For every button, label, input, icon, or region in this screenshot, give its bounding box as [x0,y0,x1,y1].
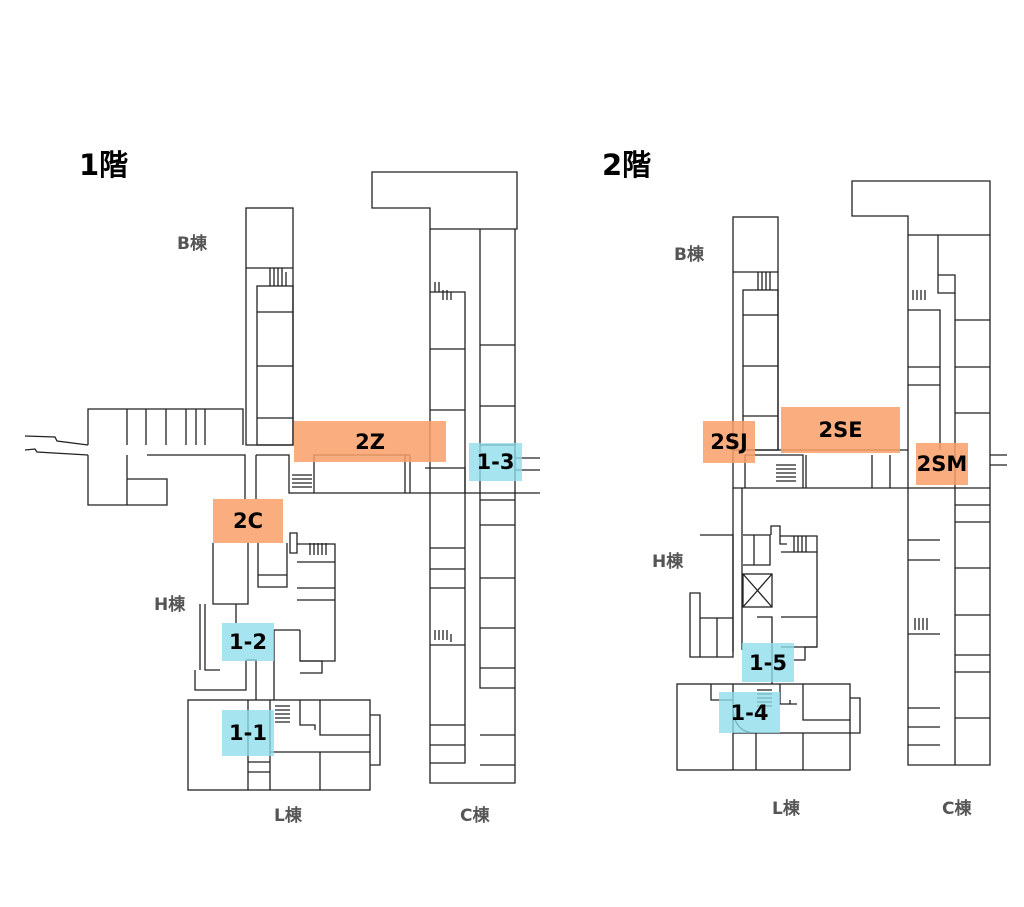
zone-2se[interactable]: 2SE [781,407,900,453]
floor2-building-b-label: B棟 [674,245,704,265]
floor2-building-h-label: H棟 [652,552,684,572]
zone-2sm[interactable]: 2SM [916,443,968,485]
zone-1-4[interactable]: 1-4 [719,692,780,733]
floor2-building-c-label: C棟 [942,799,972,819]
zone-1-3[interactable]: 1-3 [469,443,522,481]
zone-2c[interactable]: 2C [213,499,283,543]
floor1-building-l-label: L棟 [274,806,302,826]
floor1-title: 1階 [79,148,129,182]
floor1-building-h-label: H棟 [154,595,186,615]
floor2-title: 2階 [602,148,652,182]
zone-2z[interactable]: 2Z [294,421,446,462]
zone-1-2[interactable]: 1-2 [222,623,274,661]
floor1-plan [24,171,540,791]
floor1-building-b-label: B棟 [177,234,207,254]
zone-1-1[interactable]: 1-1 [222,710,274,756]
zone-2sj[interactable]: 2SJ [703,421,755,463]
floor1-building-c-label: C棟 [460,806,490,826]
floor2-building-l-label: L棟 [772,799,800,819]
zone-1-5[interactable]: 1-5 [742,643,794,682]
